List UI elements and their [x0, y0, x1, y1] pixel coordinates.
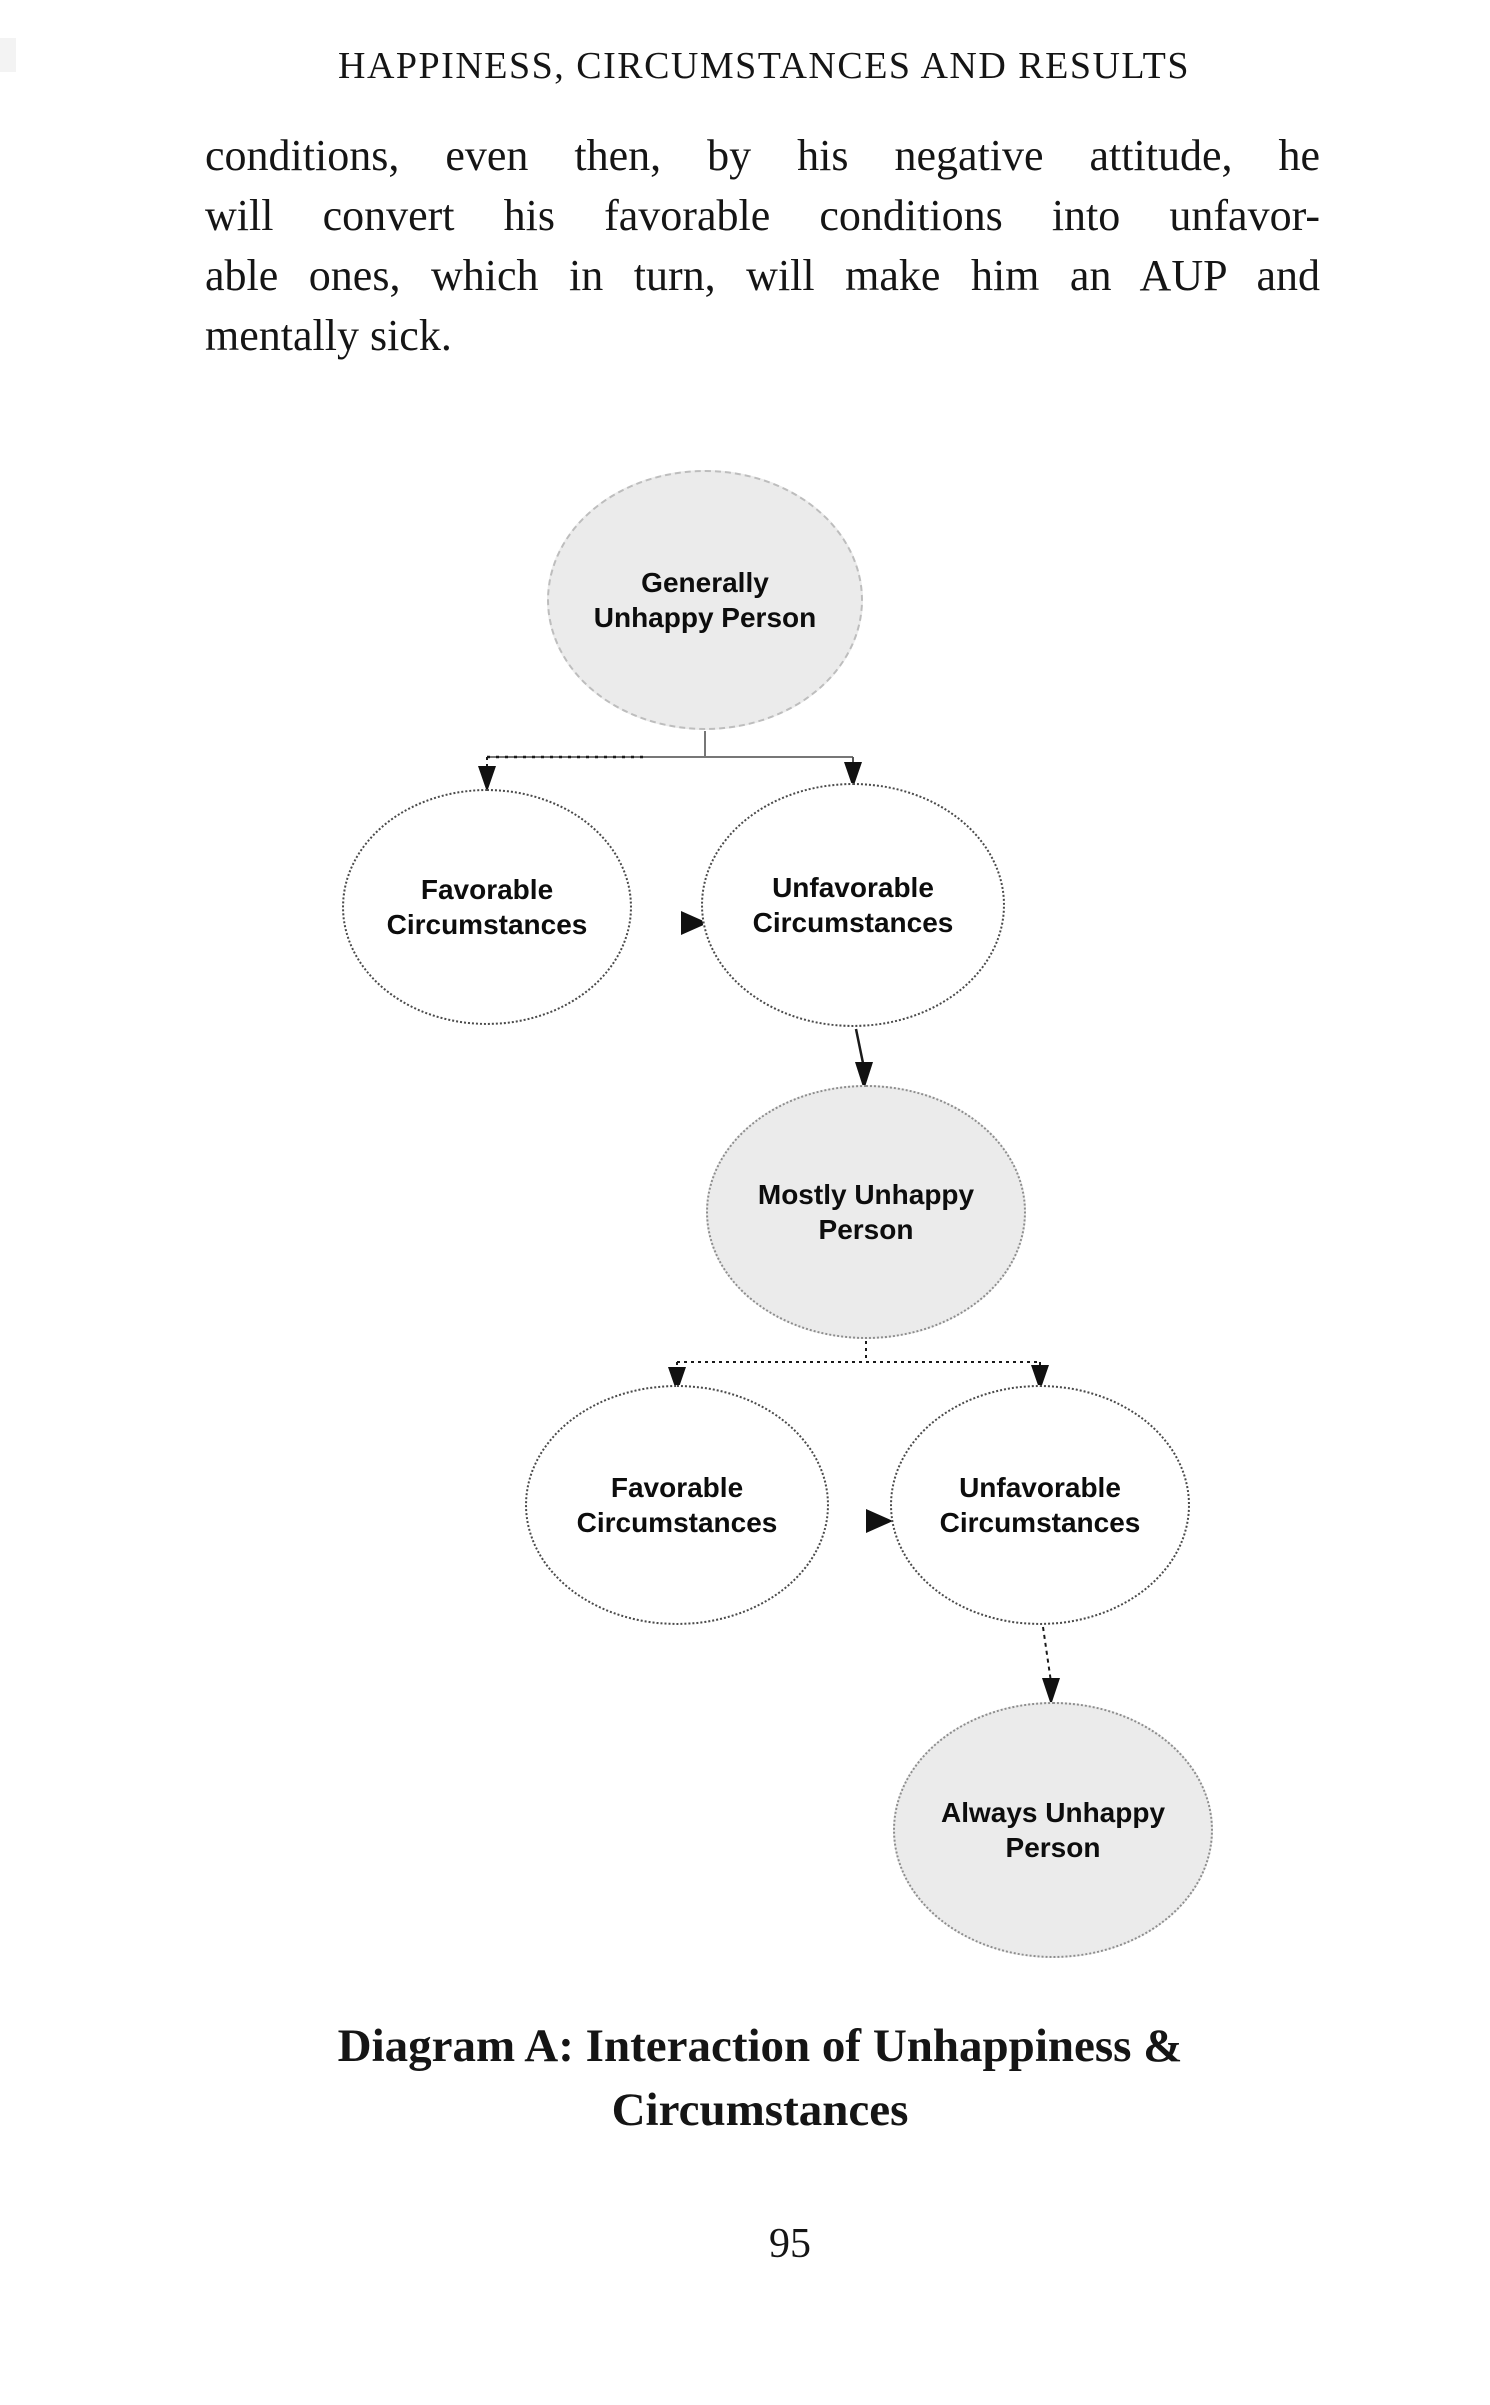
node-favorable-circumstances-bottom: Favorable Circumstances [525, 1385, 829, 1625]
node-label: Always Unhappy [940, 1797, 1166, 1828]
node-always-unhappy-person: Always Unhappy Person [893, 1702, 1213, 1958]
arrow-down-icon [1042, 1678, 1060, 1705]
connector-unfavorable-to-always [1042, 1626, 1060, 1705]
node-unfavorable-circumstances-top: Unfavorable Circumstances [701, 783, 1005, 1027]
node-label: Unfavorable [772, 872, 934, 903]
paragraph-line: mentally sick. [205, 311, 452, 360]
paragraph-line: able ones, which in turn, will make him … [205, 251, 1320, 300]
connector-top-tree [478, 731, 862, 792]
node-unfavorable-circumstances-bottom: Unfavorable Circumstances [890, 1385, 1190, 1625]
node-label: Circumstances [752, 907, 954, 938]
node-label: Person [818, 1214, 914, 1245]
scan-artifact [0, 38, 16, 72]
node-label: Person [1005, 1832, 1101, 1863]
diagram-caption: Diagram A: Interaction of Unhappiness & … [0, 2014, 1490, 2142]
page-number: 95 [769, 2221, 811, 2267]
connector-mostly-tree [668, 1341, 1049, 1393]
node-label: Generally [641, 567, 769, 598]
arrow-right-icon [866, 1509, 893, 1533]
diagram-caption-line: Diagram A: Interaction of Unhappiness & [337, 2020, 1183, 2072]
node-label: Unfavorable [959, 1472, 1121, 1503]
node-label: Circumstances [386, 909, 588, 940]
running-head: HAPPINESS, CIRCUMSTANCES AND RESULTS [338, 45, 1190, 87]
node-label: Mostly Unhappy [757, 1179, 975, 1210]
node-label: Circumstances [939, 1507, 1141, 1538]
paragraph-line: will convert his favorable conditions in… [205, 191, 1320, 240]
node-label: Circumstances [576, 1507, 778, 1538]
node-label: Favorable [610, 1472, 744, 1503]
node-label: Unhappy Person [593, 602, 817, 633]
paragraph-line: conditions, even then, by his negative a… [205, 131, 1320, 180]
connector-unfavorable-to-mostly [854, 1028, 873, 1090]
diagram-caption-line: Circumstances [611, 2084, 909, 2136]
node-mostly-unhappy-person: Mostly Unhappy Person [706, 1085, 1026, 1339]
node-label: Favorable [420, 874, 554, 905]
node-generally-unhappy-person: Generally Unhappy Person [547, 470, 863, 730]
node-favorable-circumstances-top: Favorable Circumstances [342, 789, 632, 1025]
body-paragraph: conditions, even then, by his negative a… [205, 126, 1320, 366]
